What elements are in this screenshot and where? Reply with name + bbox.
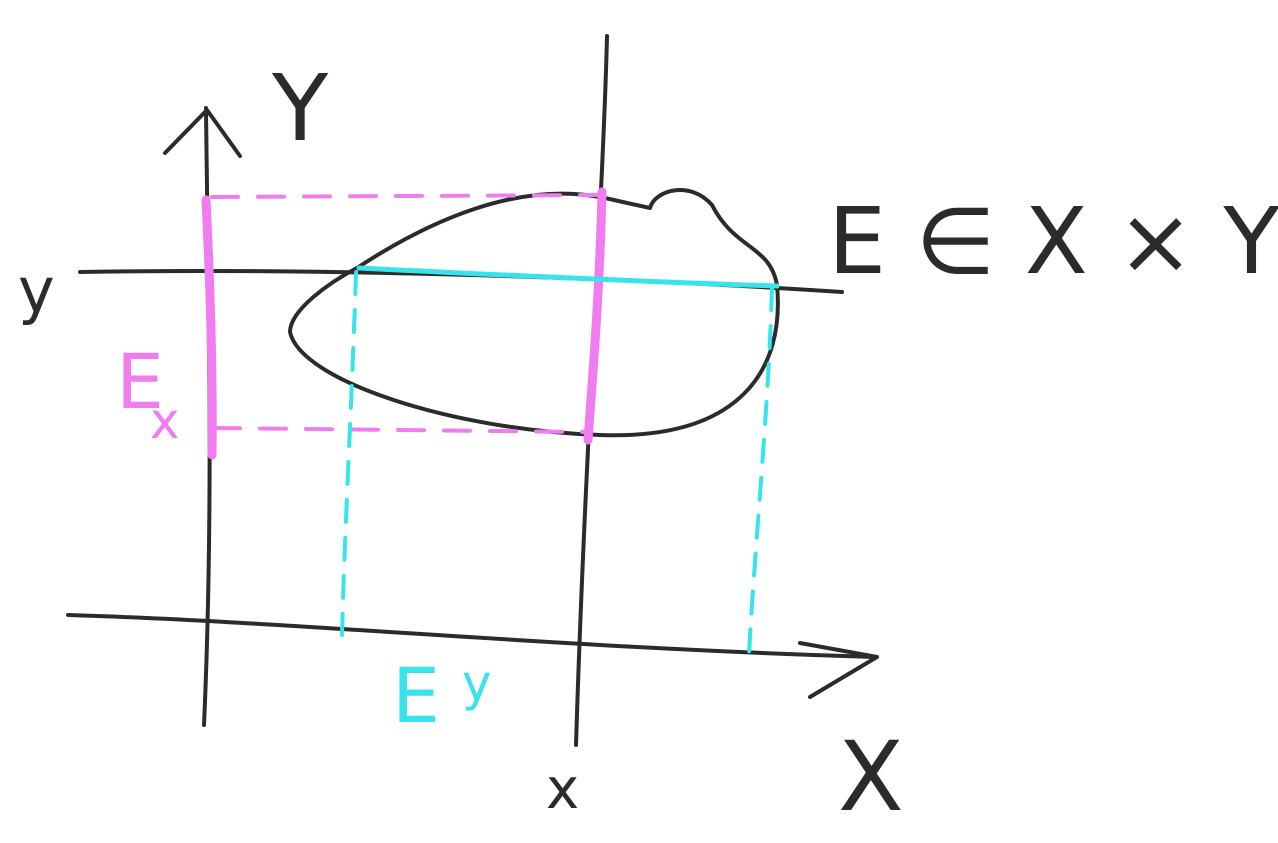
set-statement: E ∈ X × Y [828, 188, 1278, 295]
pink-dash-top [210, 193, 602, 199]
x-axis-arrowhead [798, 641, 879, 699]
section-ey-letter: E [392, 651, 440, 740]
x-axis-label: X [838, 721, 904, 833]
section-ex-letter: E [116, 337, 164, 426]
y-axis-arrowhead [163, 108, 242, 158]
pink-dash-bottom [212, 426, 587, 434]
x-mark-label: x [546, 757, 579, 822]
horizontal-slice-at-y [356, 265, 780, 289]
section-ex-label: E x [116, 337, 180, 450]
cyan-dash-left [340, 270, 358, 637]
section-ey-label: E y [392, 651, 492, 740]
cyan-dash-right [747, 286, 774, 657]
section-ex-bar [201, 195, 217, 460]
vertical-slice-at-x [583, 187, 607, 445]
x-axis [66, 613, 879, 699]
set-e-outline [288, 188, 780, 438]
section-ey-superscript: y [462, 654, 492, 712]
y-axis-label: Y [271, 55, 329, 162]
y-mark-label: y [18, 254, 55, 327]
section-ex-subscript: x [150, 392, 180, 450]
